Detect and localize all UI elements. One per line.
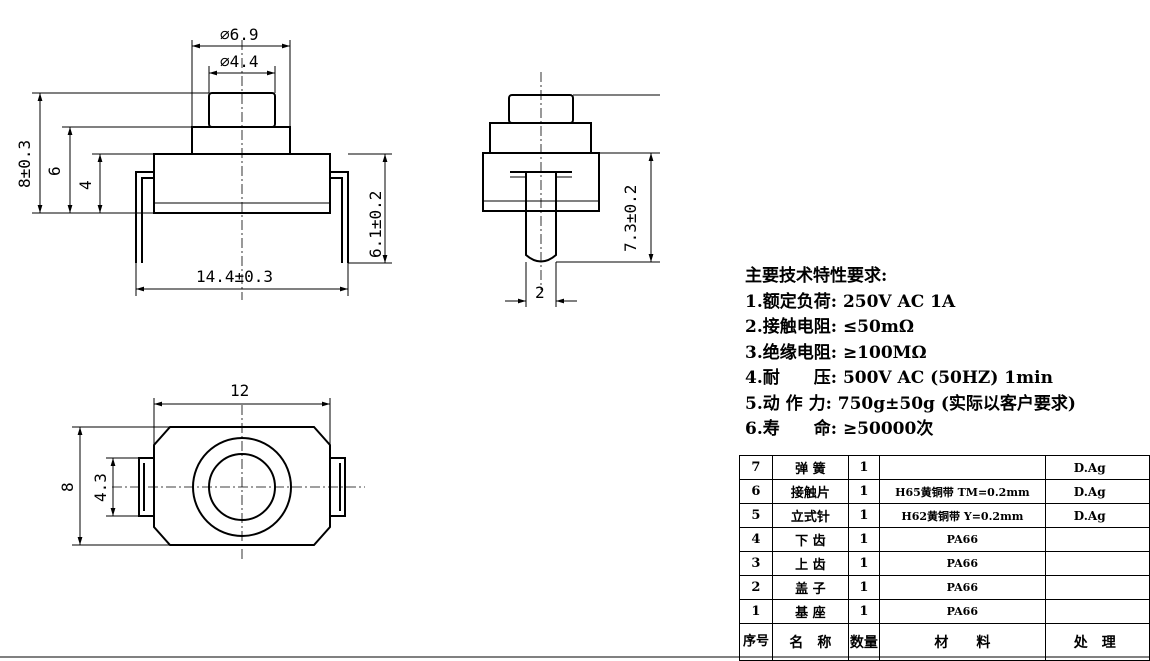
header-name: 名 称: [771, 623, 849, 661]
bom-no: 5: [739, 503, 773, 528]
requirement-line: 4.耐 压: 500V AC (50HZ) 1min: [745, 368, 1053, 388]
bom-no: 3: [739, 551, 773, 576]
dim-bottom-inner: 4.3: [91, 473, 110, 502]
header-qty: 数量: [847, 623, 880, 661]
bom-no: 6: [739, 479, 773, 504]
dim-top-outer-dia: ⌀6.9: [220, 25, 259, 44]
requirement-line: 2.接触电阻: ≤50mΩ: [745, 317, 914, 337]
bom-name: 立式针: [771, 503, 849, 528]
bom-name: 盖 子: [771, 575, 849, 600]
requirement-line: 3.绝缘电阻: ≥100MΩ: [745, 342, 927, 363]
table-row: 5 立式针 1 H62黄铜带 Y=0.2mm D.Ag: [739, 503, 1150, 528]
bom-treatment: D.Ag: [1044, 503, 1150, 528]
table-row: 4 下 齿 1 PA66: [739, 527, 1150, 552]
bom-material: PA66: [878, 599, 1046, 624]
table-row: 1 基 座 1 PA66: [739, 599, 1150, 624]
bom-qty: 1: [847, 575, 880, 600]
dim-top-inner-dia: ⌀4.4: [220, 52, 259, 71]
requirement-line: 6.寿 命: ≥50000次: [745, 419, 934, 439]
bom-name: 弹 簧: [771, 455, 849, 480]
bom-qty: 1: [847, 479, 880, 504]
bom-name: 下 齿: [771, 527, 849, 552]
front-view: ⌀6.9 ⌀4.4 8±0.3 6 4 6.1±0.2 14.4±0.3: [15, 25, 392, 300]
requirements-title: 主要技术特性要求:: [745, 266, 888, 286]
bom-material: PA66: [878, 551, 1046, 576]
bom-no: 4: [739, 527, 773, 552]
bom-qty: 1: [847, 599, 880, 624]
bom-name: 上 齿: [771, 551, 849, 576]
bom-treatment: D.Ag: [1044, 455, 1150, 480]
bom-no: 2: [739, 575, 773, 600]
bom-material: H65黄铜带 TM=0.2mm: [878, 479, 1046, 504]
dim-height-total: 8±0.3: [15, 140, 34, 188]
dim-side-pin-width: 2: [535, 283, 545, 302]
dim-height-base: 4: [76, 180, 95, 190]
bom-qty: 1: [847, 527, 880, 552]
bill-of-materials: 7 弹 簧 1 D.Ag 6 接触片 1 H65黄铜带 TM=0.2mm D.A…: [739, 455, 1150, 661]
bom-treatment: [1044, 599, 1150, 624]
requirement-line: 5.动 作 力: 750g±50g (实际以客户要求): [745, 393, 1076, 414]
bom-treatment: [1044, 527, 1150, 552]
bottom-view: 12 8 4.3: [58, 381, 365, 560]
header-material: 材 料: [878, 623, 1046, 661]
header-treatment: 处 理: [1044, 623, 1150, 661]
bom-material: H62黄铜带 Y=0.2mm: [878, 503, 1046, 528]
dim-height-body: 6: [45, 166, 64, 176]
header-no: 序号: [739, 623, 773, 661]
table-row: 7 弹 簧 1 D.Ag: [739, 455, 1150, 480]
requirement-line: 1.额定负荷: 250V AC 1A: [745, 291, 956, 312]
dim-bottom-height: 8: [58, 482, 77, 492]
table-row: 2 盖 子 1 PA66: [739, 575, 1150, 600]
dim-side-height: 7.3±0.2: [621, 185, 640, 252]
dim-bottom-width: 12: [230, 381, 249, 400]
table-row: 6 接触片 1 H65黄铜带 TM=0.2mm D.Ag: [739, 479, 1150, 504]
bom-qty: 1: [847, 503, 880, 528]
bom-material: PA66: [878, 575, 1046, 600]
bom-qty: 1: [847, 455, 880, 480]
bom-material: [878, 455, 1046, 480]
technical-requirements: 主要技术特性要求: 1.额定负荷: 250V AC 1A 2.接触电阻: ≤50…: [745, 264, 1076, 443]
bom-name: 接触片: [771, 479, 849, 504]
table-row: 3 上 齿 1 PA66: [739, 551, 1150, 576]
dim-pin-length: 6.1±0.2: [366, 191, 385, 258]
side-view: 7.3±0.2 2: [482, 72, 660, 307]
bom-treatment: D.Ag: [1044, 479, 1150, 504]
bom-qty: 1: [847, 551, 880, 576]
bom-material: PA66: [878, 527, 1046, 552]
dim-width-total: 14.4±0.3: [196, 267, 273, 286]
bom-treatment: [1044, 551, 1150, 576]
bom-name: 基 座: [771, 599, 849, 624]
bom-treatment: [1044, 575, 1150, 600]
bom-no: 1: [739, 599, 773, 624]
bom-no: 7: [739, 455, 773, 480]
table-header-row: 序号 名 称 数量 材 料 处 理: [739, 623, 1150, 661]
